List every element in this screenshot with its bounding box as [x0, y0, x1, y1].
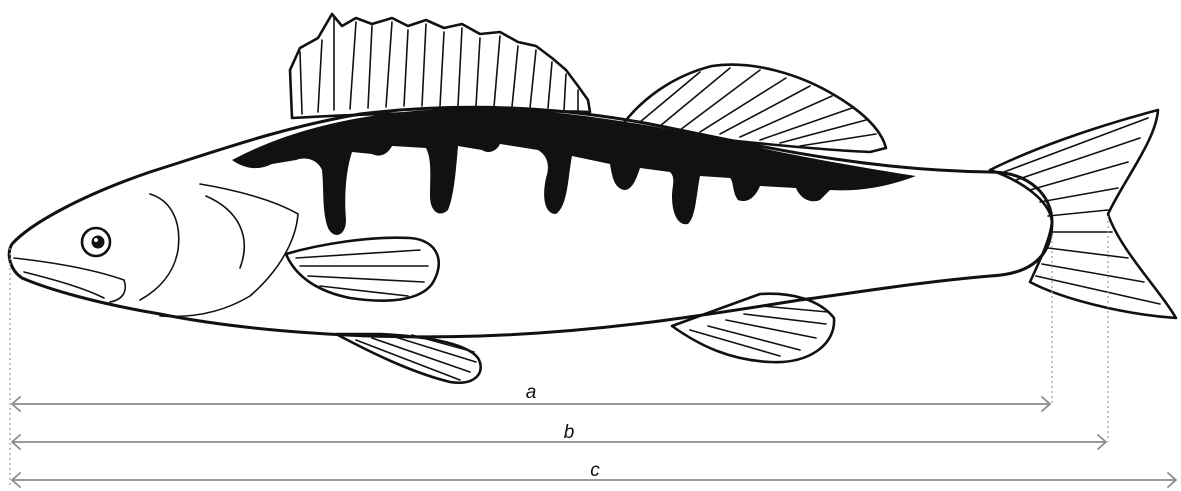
arrow-b: [12, 435, 1106, 449]
label-a: a: [526, 382, 537, 403]
anal-fin: [672, 294, 834, 362]
label-b: b: [564, 422, 575, 443]
label-c: c: [590, 460, 600, 481]
dimension-c: c: [12, 460, 1176, 487]
first-dorsal-fin: [290, 14, 590, 118]
fish-body: [9, 107, 1052, 337]
dimension-b: b: [12, 422, 1106, 449]
measurement-guides: [10, 216, 1108, 488]
dimension-a: a: [12, 382, 1050, 411]
pelvic-fin: [336, 334, 481, 383]
caudal-fin: [990, 110, 1176, 318]
